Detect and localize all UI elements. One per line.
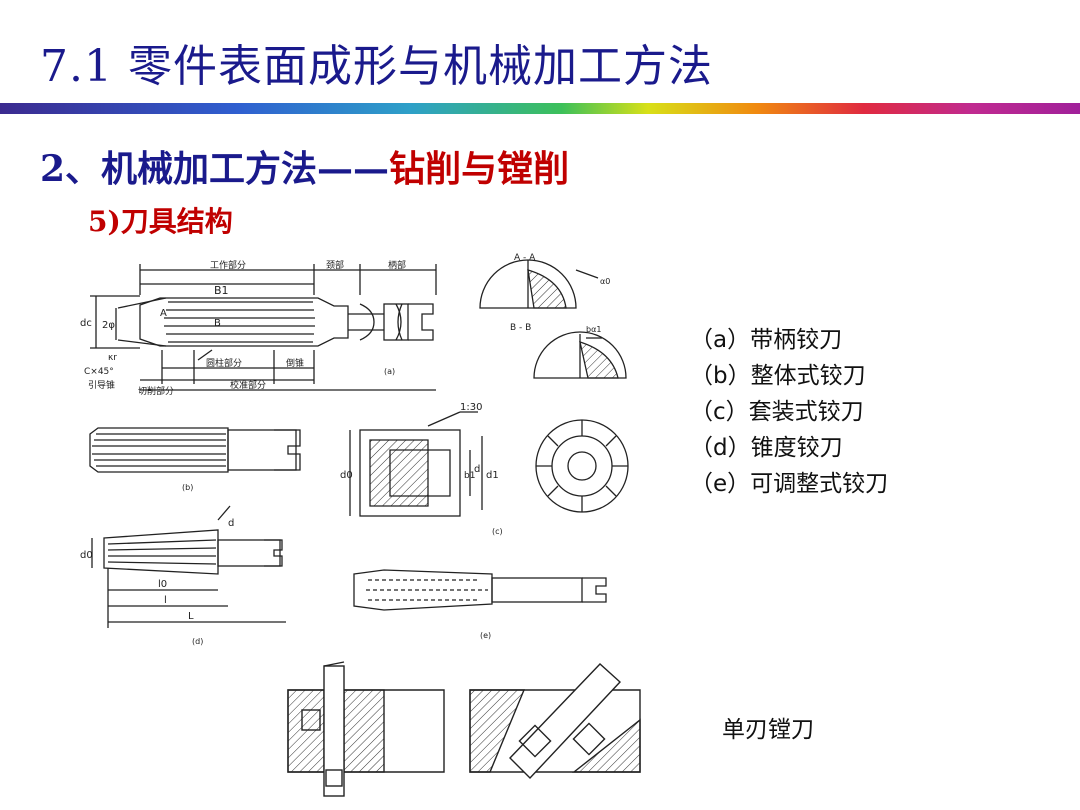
fig-d-l0: l0 — [158, 579, 167, 590]
fig-a-label: (a) — [384, 367, 395, 376]
legend-item: （a）带柄铰刀 — [690, 327, 843, 353]
fig-a-label-calibrating: 校准部分 — [230, 379, 266, 391]
title-divider — [0, 103, 1080, 114]
boring-tool-caption: 单刃镗刀 — [722, 717, 814, 743]
legend-item: （d）锥度铰刀 — [690, 435, 843, 461]
section-bb-ba1: bα1 — [586, 325, 601, 334]
fig-d-d0: d0 — [80, 550, 93, 561]
fig-c-taper: 1:30 — [460, 402, 482, 413]
fig-a-label-b1: B1 — [214, 284, 229, 297]
sub-heading: 5)刀具结构 — [88, 205, 233, 238]
fig-a-label-guide: 引导锥 — [88, 379, 115, 391]
fig-a-dim-work: 工作部分 — [210, 259, 246, 271]
fig-c-d0: d0 — [340, 470, 353, 481]
fig-c-d1: d1 — [486, 470, 499, 481]
section-bb-label: B - B — [510, 323, 531, 333]
fig-a-dim-shank: 柄部 — [388, 259, 406, 271]
fig-e-label: (e) — [480, 631, 491, 640]
fig-d-label: (d) — [192, 637, 203, 646]
fig-a-label-b: B — [214, 318, 221, 329]
section-aa-label: A - A — [514, 253, 536, 263]
fig-a-label-dc: dc — [80, 318, 92, 329]
section-heading: 2、机械加工方法——钻削与镗削 — [40, 140, 569, 192]
legend-item: （c）套装式铰刀 — [690, 399, 864, 425]
fig-a-label-cutting: 切削部分 — [138, 385, 174, 397]
fig-d-l: l — [164, 595, 167, 606]
boring-tool-drawings — [287, 661, 641, 797]
fig-a-label-a: A — [160, 308, 167, 319]
fig-c-b1: b1 — [464, 471, 475, 481]
fig-a-label-kr: κr — [108, 353, 117, 363]
reamer-legend: （a）带柄铰刀 （b）整体式铰刀 （c）套装式铰刀 （d）锥度铰刀 （e）可调整… — [690, 322, 888, 502]
fig-c-label: (c) — [492, 527, 503, 536]
legend-item: （e）可调整式铰刀 — [690, 471, 889, 497]
section-heading-accent: 钻削与镗削 — [389, 148, 570, 190]
section-heading-lead: 2、机械加工方法—— — [40, 148, 390, 190]
legend-item: （b）整体式铰刀 — [690, 363, 866, 389]
section-aa-alpha: α0 — [600, 277, 610, 286]
fig-a-label-2phi: 2φ — [102, 320, 115, 331]
fig-a-label-chamfer: C×45° — [84, 367, 114, 377]
fig-d-d: d — [228, 518, 234, 529]
fig-a-dim-neck: 颈部 — [326, 259, 344, 271]
fig-c-d: d — [474, 464, 480, 475]
fig-d-L: L — [188, 611, 194, 622]
slide-title: 7.1 零件表面成形与机械加工方法 — [40, 41, 713, 92]
fig-b-label: (b) — [182, 483, 193, 492]
fig-a-label-taper: 倒锥 — [286, 357, 304, 369]
reamer-drawings: 工作部分 颈部 柄部 B1 B A dc 2φ κr C×45° 引导锥 圆柱部… — [80, 253, 629, 646]
fig-a-label-cylinder: 圆柱部分 — [206, 357, 242, 369]
